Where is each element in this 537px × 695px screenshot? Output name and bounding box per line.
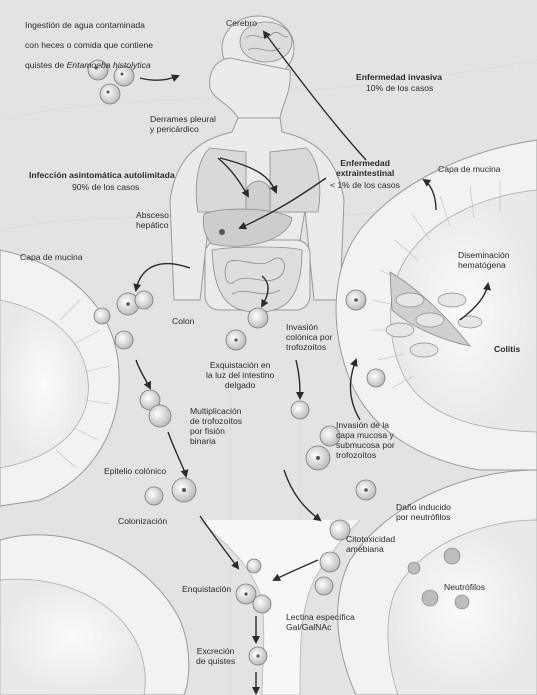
trophozoite-icon [139,389,161,411]
arrow-icon [283,469,322,522]
asymptomatic-infection-title: Infección asintomática autolimitada [29,170,175,180]
mucosa-invasion-label: Invasión de la capa mucosa y submucosa p… [336,420,395,460]
trophozoite-icon [319,425,341,447]
cyst-icon [87,59,109,81]
arrow-icon [295,359,304,400]
invasive-disease-pct: 10% de los casos [366,83,434,93]
arrow-icon [422,178,437,211]
binary-fission-label: Multiplicación de trofozoítos por fisión… [190,406,243,446]
amebic-cytotoxicity-label: Citotoxicidad amebiana [346,534,396,554]
arrow-icon [139,74,180,82]
colitis-label: Colitis [494,344,521,354]
nuclei [94,66,368,658]
mucin-layer-left-label: Capa de mucina [20,252,83,262]
trophozoite-icon [134,290,154,310]
intestines [211,246,303,313]
cyst-icon [246,558,262,574]
arrow-icon [238,177,327,230]
arrow-icon [135,359,151,390]
gal-galnac-lectin-label: Lectina específica Gal/GalNAc [286,612,355,632]
arrow-icon [459,282,491,321]
excystation-label: Exquistación en la luz del intestino del… [206,360,275,390]
hematogenous-spread-label: Diseminación hematógena [458,250,510,270]
liver-abscess-label: Absceso hepático [136,210,169,230]
effusions-label: Derrames pleural y pericárdico [150,114,216,134]
cyst-excretion-label: Excreción de quistes [196,646,236,666]
colonic-invasion-label: Invasión colónica por trofozoítos [286,322,333,352]
brain-label: Cerebro [226,18,258,28]
trophozoite-icon [148,404,172,428]
colon-section-bottom-left [0,534,190,695]
trophozoite-icon [290,400,310,420]
trophozoite-icon [366,368,386,388]
neutrophil-damage-label: Daño inducido por neutrófilos [396,502,451,522]
arrow-icon [272,559,319,581]
colon-section-left [0,249,120,507]
lumen-channel [199,519,361,695]
arrows [133,30,491,695]
arrow-icon [349,358,361,421]
ingestion-label: Ingestión de agua contaminada con heces … [25,20,154,70]
trophozoite-icon [329,519,351,541]
arrow-icon [133,262,191,292]
colon-label: Colon [172,316,195,326]
cyst-icon [113,65,135,87]
extraintestinal-disease-pct: < 1% de los casos [330,180,400,190]
trophozoite-icon [319,551,341,573]
arrow-icon [260,275,269,308]
arrow-icon [219,157,278,194]
colon-section-bottom-right [337,469,537,695]
colon-section-right [335,139,537,471]
colonization-label: Colonización [118,516,168,526]
arrow-icon [262,30,367,161]
asymptomatic-infection-pct: 90% de los casos [72,182,140,192]
trophozoite-icon [314,576,334,596]
liver-abscess [219,229,225,235]
lungs [195,147,321,213]
cyst-icon [93,307,111,325]
liver [202,208,293,247]
arrow-icon [167,431,189,478]
extraintestinal-disease-title: Enfermedad extraintestinal [336,158,395,178]
neutrophils-label: Neutrófilos [444,582,486,592]
cyst-icon [247,307,269,329]
trophozoite-icon [144,486,164,506]
invasive-disease-title: Enfermedad invasiva [356,72,442,82]
encystation-label: Enquistación [182,584,232,594]
colonic-epithelium-label: Epitelio colónico [104,466,167,476]
cyst-icon [99,83,121,105]
brain [239,21,293,63]
cyst-icon [252,594,272,614]
arrow-icon [217,157,249,198]
arrow-icon [199,515,240,570]
trophozoite-icon [114,330,134,350]
mucin-layer-right-label: Capa de mucina [438,164,501,174]
